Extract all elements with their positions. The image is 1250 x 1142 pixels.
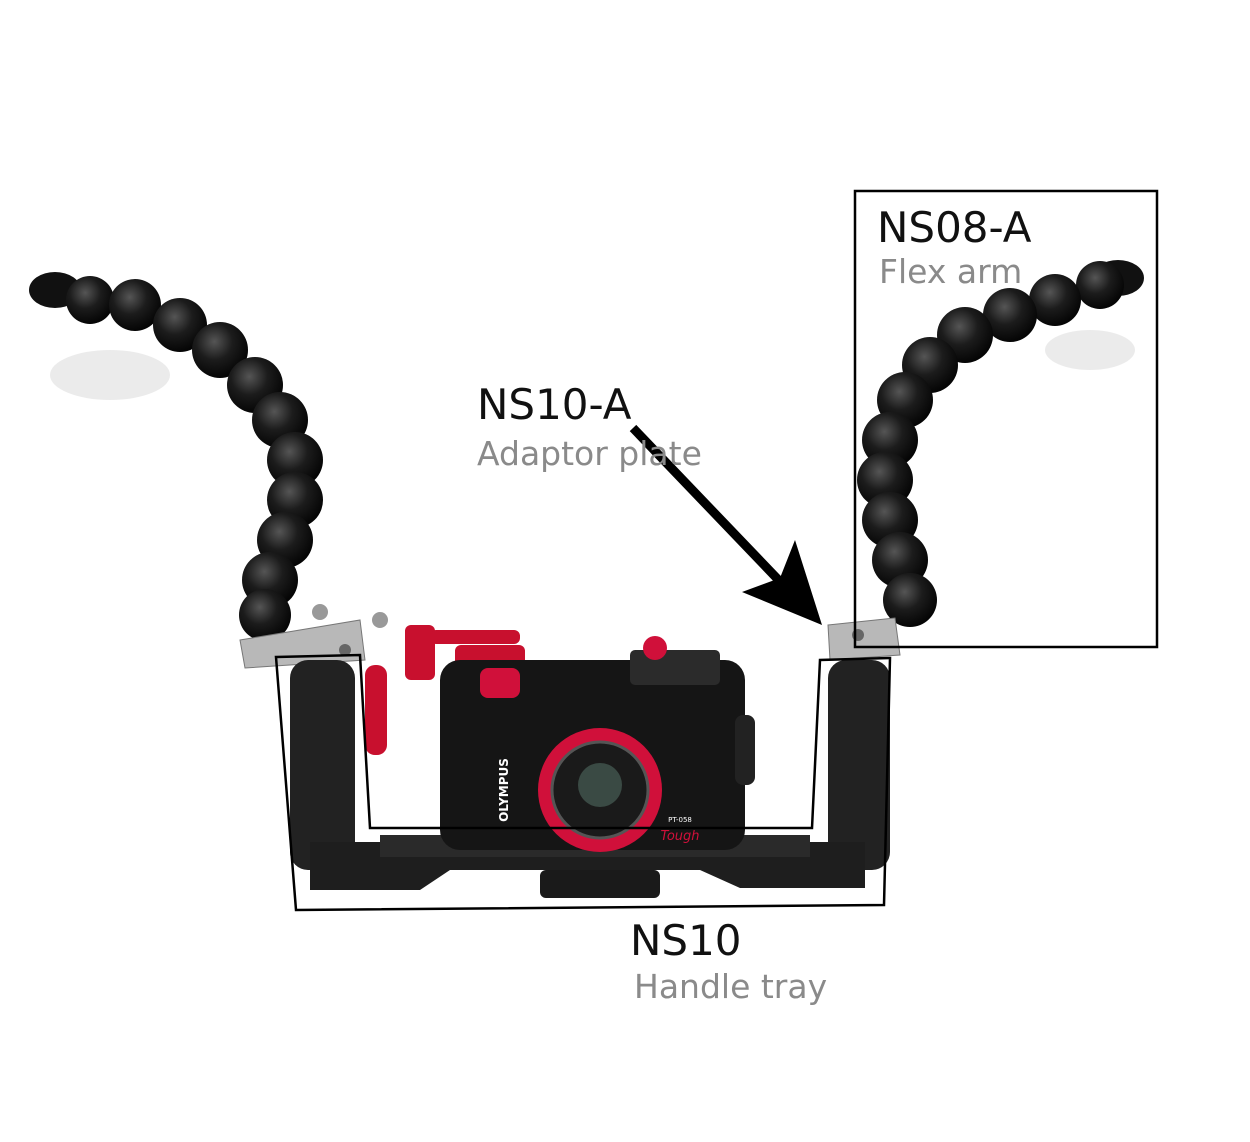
arm-segment (239, 589, 291, 641)
flex-arm-callout-box (853, 189, 1159, 649)
handle-tray-outline (274, 653, 892, 912)
handle-tray-code: NS10 (630, 916, 742, 965)
handle-tray-name: Handle tray (634, 967, 828, 1006)
camera-housing: OLYMPUS PT-058 Tough (440, 636, 755, 852)
right-flex-arm (857, 260, 1144, 627)
adaptor-plate-arrow (629, 424, 822, 625)
arm-segment (66, 276, 114, 324)
left-flex-arm (29, 272, 323, 641)
svg-text:PT-058: PT-058 (668, 816, 692, 824)
arm-shadow (50, 330, 1135, 400)
arm-segment (267, 432, 323, 488)
arm-segment (109, 279, 161, 331)
svg-text:OLYMPUS: OLYMPUS (497, 758, 511, 822)
svg-text:Tough: Tough (660, 829, 699, 844)
flex-arm-code: NS08-A (877, 203, 1032, 252)
arm-segment (192, 322, 248, 378)
arm-segment (983, 288, 1037, 342)
adaptor-plate-name: Adaptor plate (477, 434, 702, 473)
arm-segment (153, 298, 207, 352)
adaptor-plate-code: NS10-A (477, 380, 632, 429)
handles (290, 660, 890, 870)
arm-segment (1076, 261, 1124, 309)
flex-arm-name: Flex arm (879, 252, 1023, 291)
arm-segment (1029, 274, 1081, 326)
arm-segment (883, 573, 937, 627)
